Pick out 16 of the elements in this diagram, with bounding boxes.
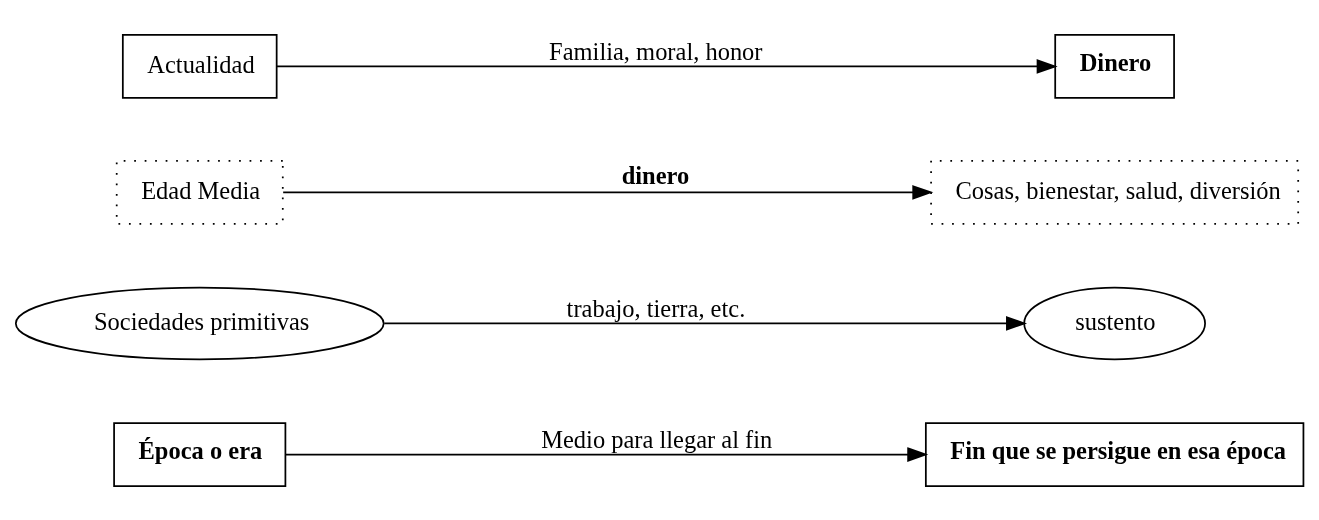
edge-label: dinero	[621, 161, 690, 189]
node-ellipse: Sociedades primitivas	[14, 286, 385, 360]
node-box: Actualidad	[121, 33, 278, 99]
node-box: Época o era	[113, 421, 287, 487]
arrow	[284, 446, 929, 462]
node-box: Fin que se persigue en esa época	[924, 421, 1305, 487]
node-box: Edad Media	[115, 159, 284, 225]
arrow	[282, 184, 934, 200]
node-ellipse: sustento	[1023, 286, 1206, 360]
node-box: Dinero	[1054, 33, 1175, 99]
node-box: Cosas, bienestar, salud, diversión	[930, 159, 1300, 225]
edge-label: Medio para llegar al fin	[541, 425, 773, 453]
edge-label: trabajo, tierra, etc.	[566, 294, 746, 322]
arrow	[383, 315, 1028, 331]
arrow	[275, 58, 1058, 74]
edge-label: Familia, moral, honor	[549, 37, 763, 65]
